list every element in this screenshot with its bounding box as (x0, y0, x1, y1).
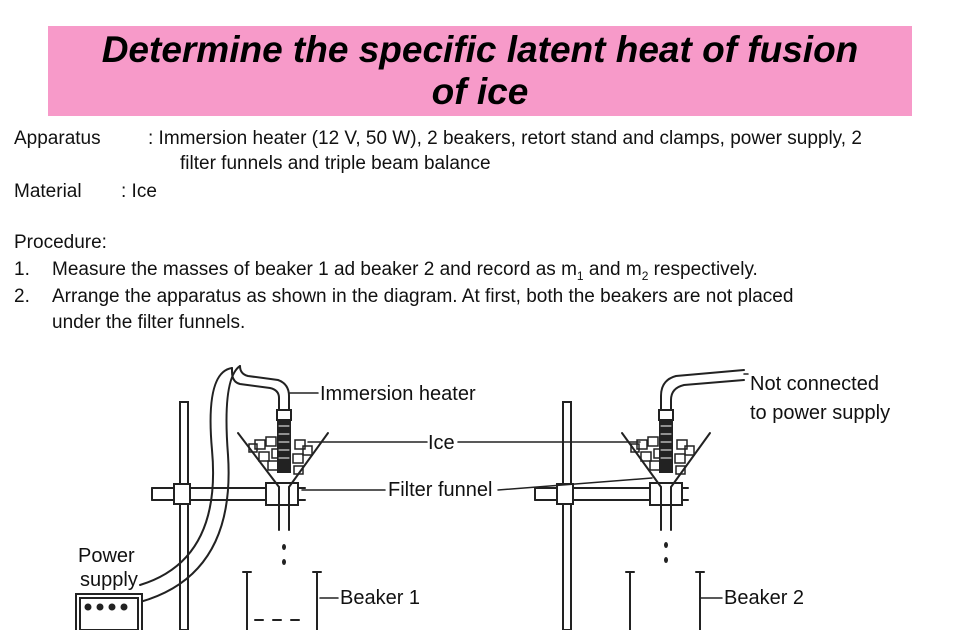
apparatus-list-line1: : Immersion heater (12 V, 50 W), 2 beake… (148, 128, 862, 149)
subscript: 2 (641, 268, 649, 283)
page-title: Determine the specific latent heat of fu… (101, 29, 859, 112)
step-number: 1. (14, 259, 30, 280)
beaker-1 (242, 571, 322, 630)
procedure-step-2: 2. Arrange the apparatus as shown in the … (14, 285, 793, 308)
step-number: 2. (14, 286, 30, 307)
step-text: respectively. (648, 259, 758, 280)
power-supply-cables (139, 365, 241, 603)
material-label: Material (14, 181, 82, 202)
procedure-step-1: 1. Measure the masses of beaker 1 ad beak… (14, 258, 758, 288)
power-supply-unit (75, 593, 143, 630)
procedure-heading: Procedure: (14, 232, 107, 253)
label-beaker-2: Beaker 2 (724, 587, 804, 609)
label-filter-funnel: Filter funnel (388, 479, 493, 501)
right-retort-stand (562, 401, 572, 630)
apparatus-label: Apparatus (14, 128, 101, 149)
step-text: Measure the masses of beaker 1 ad beaker… (52, 259, 577, 280)
title-banner: Determine the specific latent heat of fu… (48, 26, 912, 116)
label-supply: supply (80, 569, 138, 591)
step-text: and m (583, 259, 642, 280)
left-immersion-heater (231, 365, 292, 473)
right-immersion-heater (658, 369, 745, 473)
step-text: Arrange the apparatus as shown in the di… (52, 286, 794, 307)
beaker-2 (625, 571, 705, 630)
right-clamp (534, 482, 689, 506)
apparatus-list-line2: filter funnels and triple beam balance (180, 153, 491, 174)
procedure-step-2-continued: under the filter funnels. (52, 312, 246, 333)
label-power: Power (78, 545, 135, 567)
subscript: 1 (576, 268, 584, 283)
label-ice: Ice (428, 432, 455, 454)
label-immersion-heater: Immersion heater (320, 383, 476, 405)
label-not-connected: Not connected (750, 373, 879, 395)
label-leader-lines (289, 373, 749, 599)
material-value: : Ice (121, 181, 157, 202)
left-water-drops (282, 544, 286, 565)
label-to-power-supply: to power supply (750, 402, 890, 424)
left-retort-stand (179, 401, 189, 630)
label-beaker-1: Beaker 1 (340, 587, 420, 609)
right-water-drops (664, 542, 668, 563)
left-ice-cubes (248, 436, 313, 475)
